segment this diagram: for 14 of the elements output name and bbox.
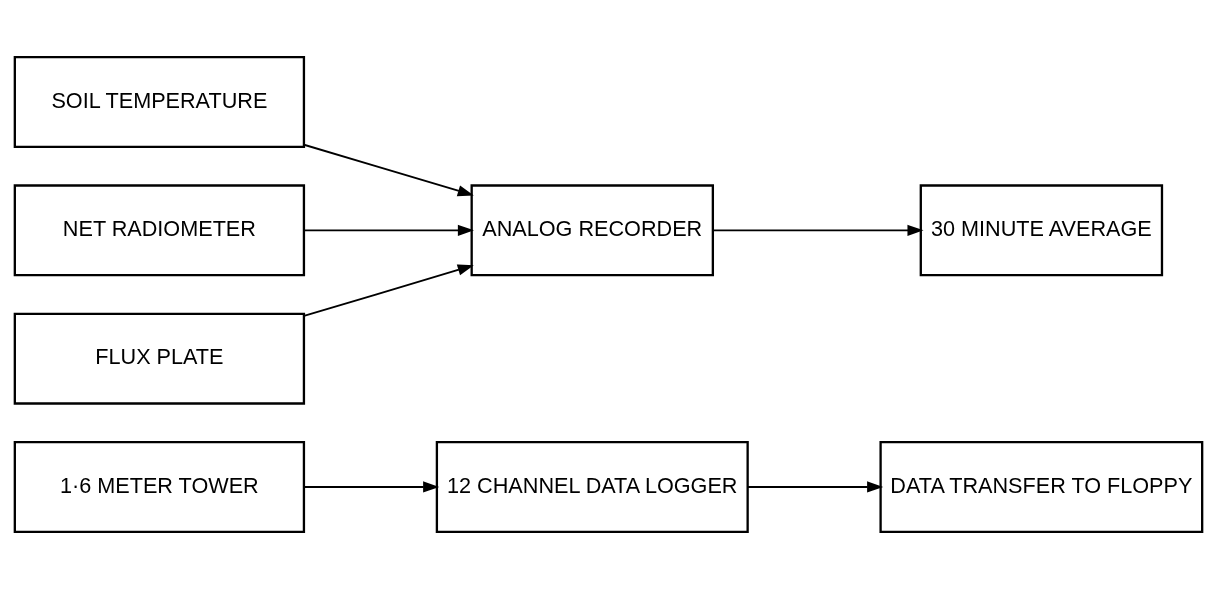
node-box: 30 MINUTE AVERAGE — [919, 184, 1164, 277]
arrow — [303, 224, 474, 236]
arrow — [303, 143, 474, 197]
node-box: 1·6 METER TOWER — [13, 441, 306, 533]
node-box: ANALOG RECORDER — [470, 184, 714, 277]
node-box: DATA TRANSFER TO FLOPPY — [879, 441, 1204, 533]
arrow — [303, 264, 474, 317]
arrow — [747, 481, 884, 493]
arrow — [712, 224, 924, 236]
arrow — [303, 481, 440, 493]
node-box: NET RADIOMETER — [13, 184, 306, 277]
node-box: 12 CHANNEL DATA LOGGER — [435, 441, 749, 533]
node-box: SOIL TEMPERATURE — [13, 56, 306, 148]
node-box: FLUX PLATE — [13, 312, 306, 405]
